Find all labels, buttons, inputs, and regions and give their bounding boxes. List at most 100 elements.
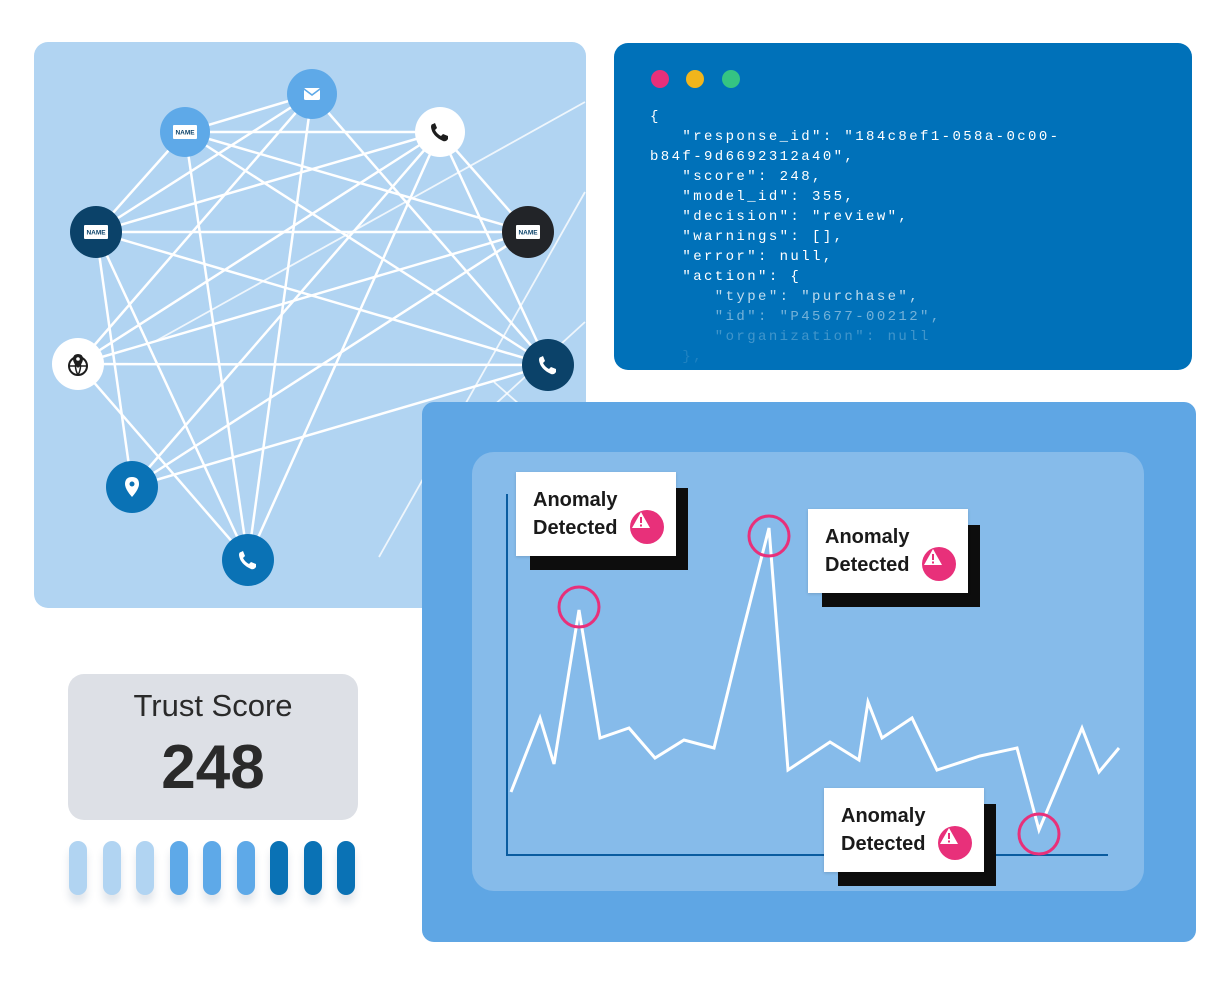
name-card-icon: NAME <box>84 225 108 239</box>
code-line: { <box>650 109 661 125</box>
warning-icon <box>922 547 956 581</box>
score-level-bars <box>68 841 368 897</box>
phone-node-white <box>415 107 465 157</box>
callout-card: Anomaly Detected <box>808 509 968 593</box>
network-edge <box>77 362 549 367</box>
network-edge <box>153 101 586 343</box>
network-graph-panel: NAME NAME NAME <box>34 42 586 608</box>
code-line: "response_id": "184c8ef1-058a-0c00- <box>650 129 1061 145</box>
score-bar <box>337 841 355 895</box>
code-line: }, <box>650 349 705 365</box>
svg-text:NAME: NAME <box>86 230 106 237</box>
code-line: "type": "purchase", <box>650 289 921 305</box>
score-bar <box>303 841 322 895</box>
network-edge <box>184 130 529 234</box>
trust-score-value: 248 <box>161 733 265 802</box>
name-card-node-top: NAME <box>160 107 210 157</box>
callout-subtitle: Detected <box>533 517 618 539</box>
score-bar <box>69 841 87 895</box>
code-line: "organization": null <box>650 329 931 345</box>
network-edge <box>77 130 441 366</box>
network-edge <box>184 130 549 367</box>
score-bar <box>203 841 221 895</box>
score-bar <box>236 841 255 895</box>
mail-icon <box>303 88 321 100</box>
network-edge <box>94 231 250 561</box>
warning-icon <box>630 510 664 544</box>
network-edge <box>77 363 249 561</box>
window-dot-yellow <box>686 70 704 88</box>
network-edges <box>77 92 586 561</box>
network-edge <box>77 230 529 366</box>
network-edge <box>438 131 550 366</box>
location-pin-icon <box>125 477 139 497</box>
mail-node <box>287 69 337 119</box>
node-circle <box>522 339 574 391</box>
code-line: "model_id": 355, <box>650 189 856 205</box>
callout-title: Anomaly <box>533 489 618 511</box>
location-node <box>106 461 158 513</box>
network-edge <box>95 92 313 234</box>
code-line: "id": "P45677-00212", <box>650 309 942 325</box>
code-line: "decision": "review", <box>650 209 910 225</box>
code-line: b84f-9d6692312a40", <box>650 149 856 165</box>
anomaly-callout: Anomaly Detected <box>516 472 688 570</box>
network-edge <box>94 231 134 488</box>
callout-card: Anomaly Detected <box>516 472 676 556</box>
network-edge <box>378 191 586 558</box>
phone-node-blue <box>222 534 274 586</box>
network-edge <box>311 93 549 366</box>
anomaly-marker <box>1017 812 1061 856</box>
svg-text:NAME: NAME <box>175 130 195 137</box>
phone-icon <box>539 356 556 375</box>
anomaly-callout: Anomaly Detected <box>808 509 980 607</box>
node-circle <box>415 107 465 157</box>
name-card-node-black: NAME <box>502 206 554 258</box>
anomaly-marker <box>557 585 601 629</box>
json-code: { "response_id": "184c8ef1-058a-0c00- b8… <box>650 107 1060 367</box>
network-edge <box>95 230 549 367</box>
anomaly-marker <box>747 514 791 558</box>
score-bar <box>136 841 154 895</box>
json-response-window: { "response_id": "184c8ef1-058a-0c00- b8… <box>614 43 1192 370</box>
signal-line <box>509 527 1121 835</box>
callout-subtitle: Detected <box>841 833 926 855</box>
globe-pin-node <box>52 338 104 390</box>
score-bar <box>169 841 188 895</box>
trust-score-card: Trust Score 248 <box>68 674 358 820</box>
name-card-icon: NAME <box>173 125 197 139</box>
score-bar <box>102 841 121 895</box>
network-edge <box>95 130 441 234</box>
callout-title: Anomaly <box>841 805 926 827</box>
node-circle <box>222 534 274 586</box>
name-card-node-navy: NAME <box>70 206 122 258</box>
phone-icon <box>239 551 256 570</box>
warning-icon <box>938 826 972 860</box>
code-line: "action": { <box>650 269 802 285</box>
callout-subtitle: Detected <box>825 554 910 576</box>
trust-score-label: Trust Score <box>133 688 293 723</box>
phone-icon <box>431 123 448 142</box>
network-graph: NAME NAME NAME <box>52 69 586 586</box>
code-line: "score": 248, <box>650 169 823 185</box>
code-line: "warnings": [], <box>650 229 845 245</box>
network-nodes: NAME NAME NAME <box>52 69 574 586</box>
code-line: "error": null, <box>650 249 834 265</box>
anomaly-chart <box>506 494 1121 856</box>
network-edge <box>77 93 313 365</box>
window-dot-red <box>651 70 669 88</box>
window-dot-green <box>722 70 740 88</box>
score-bar <box>270 841 288 895</box>
svg-text:NAME: NAME <box>518 230 538 237</box>
network-edge <box>183 131 250 561</box>
network-edge <box>131 131 441 488</box>
network-edge <box>131 363 549 489</box>
anomaly-chart-panel: Anomaly Detected Anomaly Detected Anomal… <box>422 402 1196 942</box>
anomaly-callout: Anomaly Detected <box>824 788 996 886</box>
callout-title: Anomaly <box>825 526 910 548</box>
name-card-icon: NAME <box>516 225 540 239</box>
phone-node-navy <box>522 339 574 391</box>
globe-pin-icon <box>68 354 88 376</box>
callout-card: Anomaly Detected <box>824 788 984 872</box>
network-edge <box>131 230 529 489</box>
